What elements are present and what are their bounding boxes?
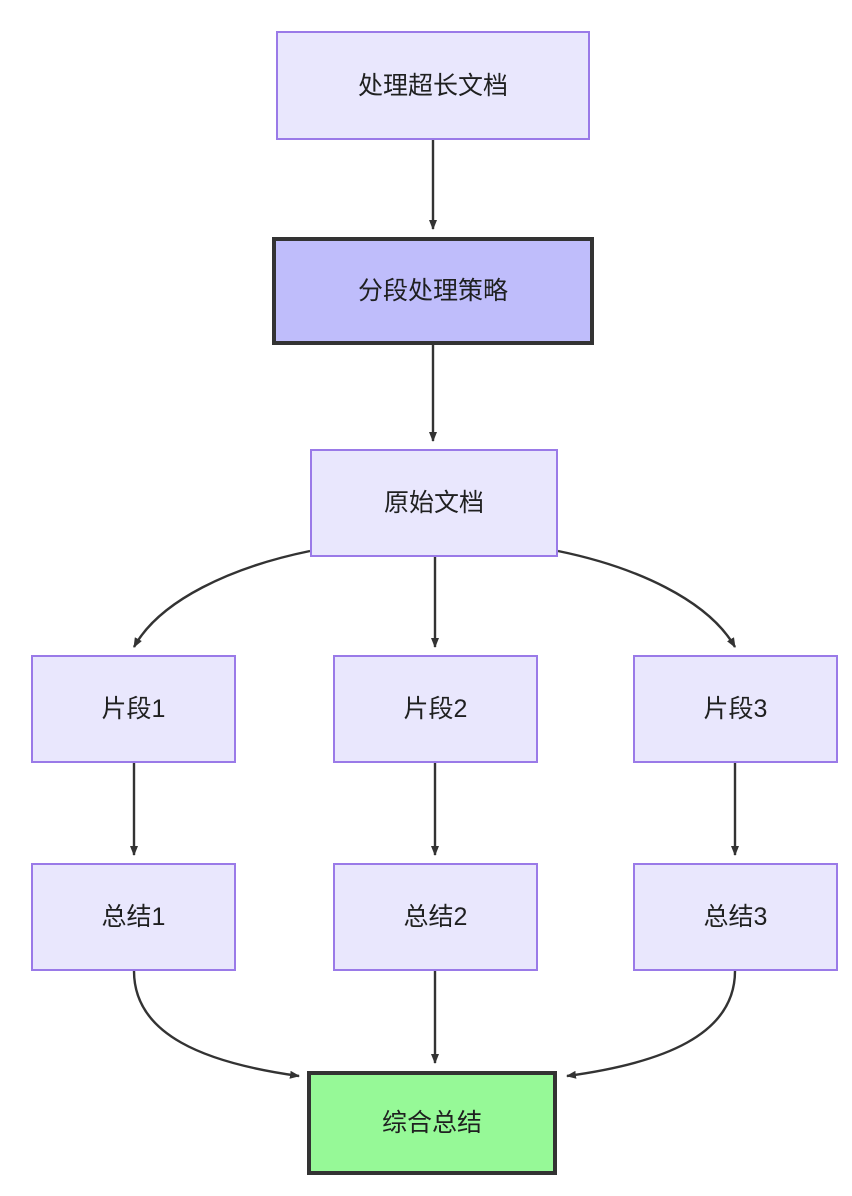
node-n10[interactable]: 综合总结	[307, 1071, 557, 1175]
node-n1[interactable]: 处理超长文档	[276, 31, 590, 140]
edge-n3-to-n6	[557, 549, 737, 648]
node-n6[interactable]: 片段3	[633, 655, 838, 763]
node-n5[interactable]: 片段2	[333, 655, 538, 763]
node-label: 综合总结	[381, 1109, 482, 1137]
node-label: 片段1	[101, 695, 166, 723]
node-label: 总结3	[703, 903, 768, 931]
node-label: 处理超长文档	[357, 71, 508, 100]
node-n2[interactable]: 分段处理策略	[272, 237, 594, 345]
node-label: 原始文档	[383, 489, 484, 517]
node-label: 片段3	[703, 695, 768, 723]
edge-n7-to-n10	[132, 970, 300, 1079]
node-label: 片段2	[403, 695, 468, 723]
node-label: 总结1	[101, 903, 166, 931]
edge-n3-to-n4	[132, 549, 311, 648]
node-n9[interactable]: 总结3	[633, 863, 838, 971]
node-n3[interactable]: 原始文档	[310, 449, 558, 557]
edges-group	[130, 140, 739, 1079]
node-n8[interactable]: 总结2	[333, 863, 538, 971]
node-n4[interactable]: 片段1	[31, 655, 236, 763]
node-label: 总结2	[403, 903, 468, 931]
node-n7[interactable]: 总结1	[31, 863, 236, 971]
edge-n9-to-n10	[566, 970, 737, 1079]
node-label: 分段处理策略	[357, 277, 508, 305]
